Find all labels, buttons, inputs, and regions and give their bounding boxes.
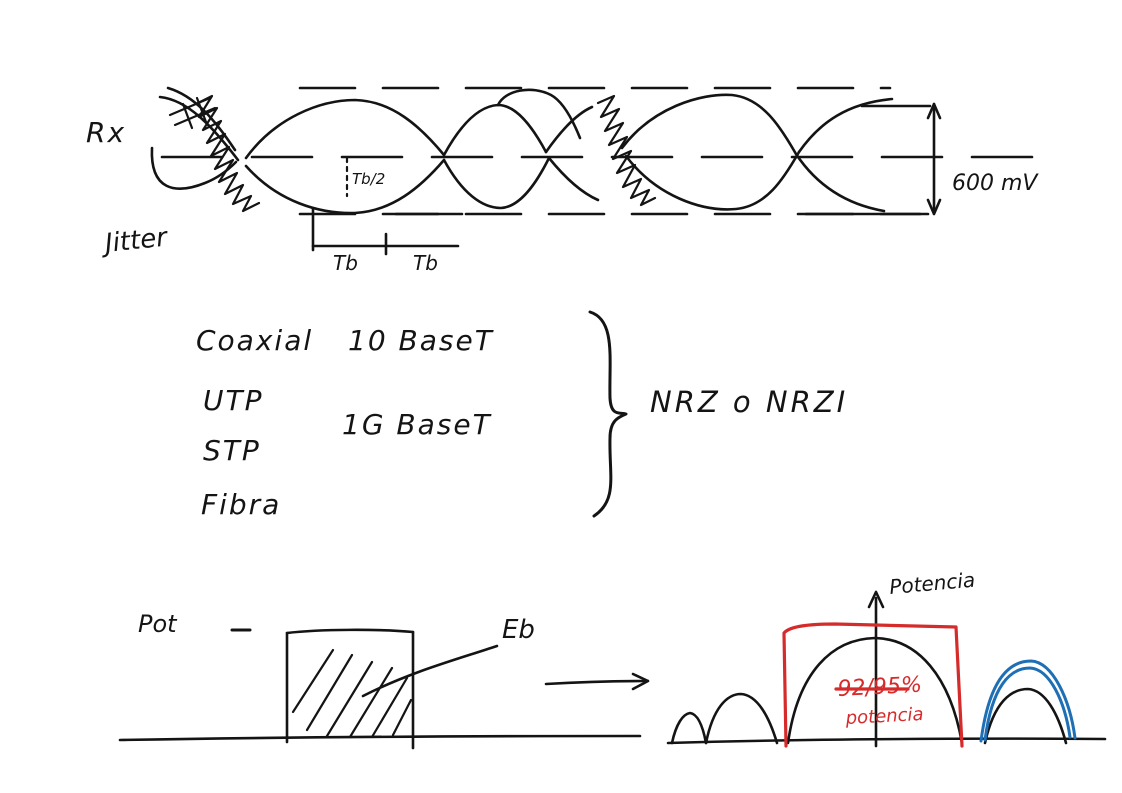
tb-label-2: Tb [413,251,438,275]
trace-exit-down [794,152,886,213]
tb-label-1: Tb [333,251,358,275]
eye3-top-arc [620,93,798,156]
eb-pointer-line [361,644,499,698]
jitter-scribbles [168,94,657,213]
trace-to-jitter-bottom [547,156,600,202]
standard-1gbaset: 1G BaseT [342,408,492,441]
spectrum-sketch: Potencia 92/95% potencia [666,568,1107,748]
hatch-marks [168,96,217,130]
arrowhead-right-icon [631,672,650,691]
eye2-bottom-arc [442,156,551,210]
energy-window: 92/95% potencia [782,622,964,748]
jitter-label: Jitter [99,222,171,259]
eye-diagram: Tb/2 Tb Tb 600 mV Rx Jitter [86,86,1057,275]
tb-half-label: Tb/2 [352,170,385,188]
eb-label: Eb [502,615,535,645]
top-hump-trace [496,88,582,140]
jitter-scribble-right [596,94,657,207]
media-utp: UTP [203,384,263,417]
media-fibra: Fibra [201,488,281,521]
standard-10baset: 10 BaseT [348,324,494,357]
potencia-axis-label: Potencia [888,568,976,599]
potencia-red-label: potencia [844,704,924,729]
side-lobe-right [983,687,1068,745]
media-encoding-list: Coaxial UTP STP Fibra 10 BaseT 1G BaseT … [196,310,848,521]
side-lobe-left [704,692,779,745]
arrowhead-up-icon [926,102,942,120]
eye-traces [150,86,894,215]
pulse-rectangle [285,628,415,750]
side-lobe-left-small [670,711,708,745]
red-window-box [782,622,964,748]
tb-bracket: Tb Tb [311,206,464,275]
transform-arrow-shaft [544,679,646,686]
eye1-top-arc [244,98,446,160]
curly-brace [588,310,628,518]
side-lobe-right-blue-outline-2 [983,666,1072,742]
arrowhead-down-icon [926,198,942,216]
trace-to-jitter-top [544,105,594,154]
eye2-top-arc [442,103,548,157]
spectrum-axis [867,590,885,748]
side-lobe-right-blue-outline [979,659,1077,743]
pot-label: Pot [138,610,178,638]
spectrum-baseline [666,737,1107,745]
media-stp: STP [203,434,261,467]
spectrum-lobes [670,636,1077,745]
main-lobe [786,636,964,745]
arrowhead-axis-icon [867,590,885,609]
rx-label: Rx [86,116,126,149]
pulse-baseline [118,734,642,742]
pulse-sketch: Pot Eb [118,610,650,750]
eye1-bottom-arc [244,158,446,215]
pulse-top-edge [285,628,415,635]
amplitude-arrow [804,102,942,216]
encoding-label: NRZ o NRZI [650,385,848,419]
amplitude-label: 600 mV [952,171,1039,196]
percent-label: 92/95% [837,673,923,702]
trace-exit-up [797,97,894,154]
media-coaxial: Coaxial [196,324,313,357]
pulse-hatching [291,648,413,739]
jitter-scribble-left [194,94,261,213]
transform-arrow [544,672,650,691]
eye3-bottom-arc [624,150,801,211]
